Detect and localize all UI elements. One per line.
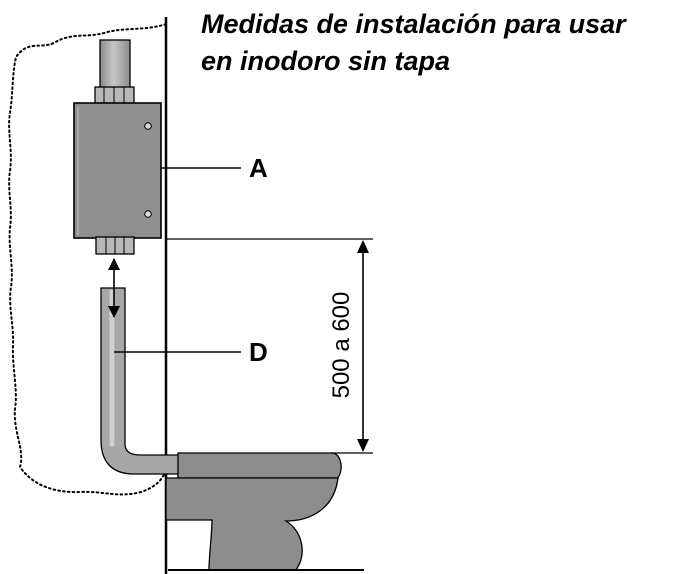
gap-arrow xyxy=(108,258,120,318)
dimension-arrow-down-icon xyxy=(357,439,369,452)
dimension-marker: 500 a 600 xyxy=(166,238,373,454)
screw-icon xyxy=(144,210,152,218)
dimension-arrow-up-icon xyxy=(357,240,369,253)
wall-cutaway-outline xyxy=(8,23,167,496)
callout-a-label: A xyxy=(249,153,268,183)
diagram-title: Medidas de instalación para usar en inod… xyxy=(201,9,627,76)
callouts: A D xyxy=(114,153,268,367)
title-line-1: Medidas de instalación para usar xyxy=(201,9,627,39)
arrow-down-icon xyxy=(108,306,120,318)
toilet-bowl xyxy=(165,477,339,571)
screw-icon xyxy=(144,122,152,130)
supply-pipe xyxy=(99,39,131,89)
dimension-label: 500 a 600 xyxy=(328,292,355,399)
toilet xyxy=(165,452,364,571)
valve-unit xyxy=(73,39,162,255)
callout-d-label: D xyxy=(249,337,268,367)
arrow-up-icon xyxy=(108,258,120,270)
toilet-rim xyxy=(177,452,342,479)
title-line-2: en inodoro sin tapa xyxy=(201,46,450,76)
